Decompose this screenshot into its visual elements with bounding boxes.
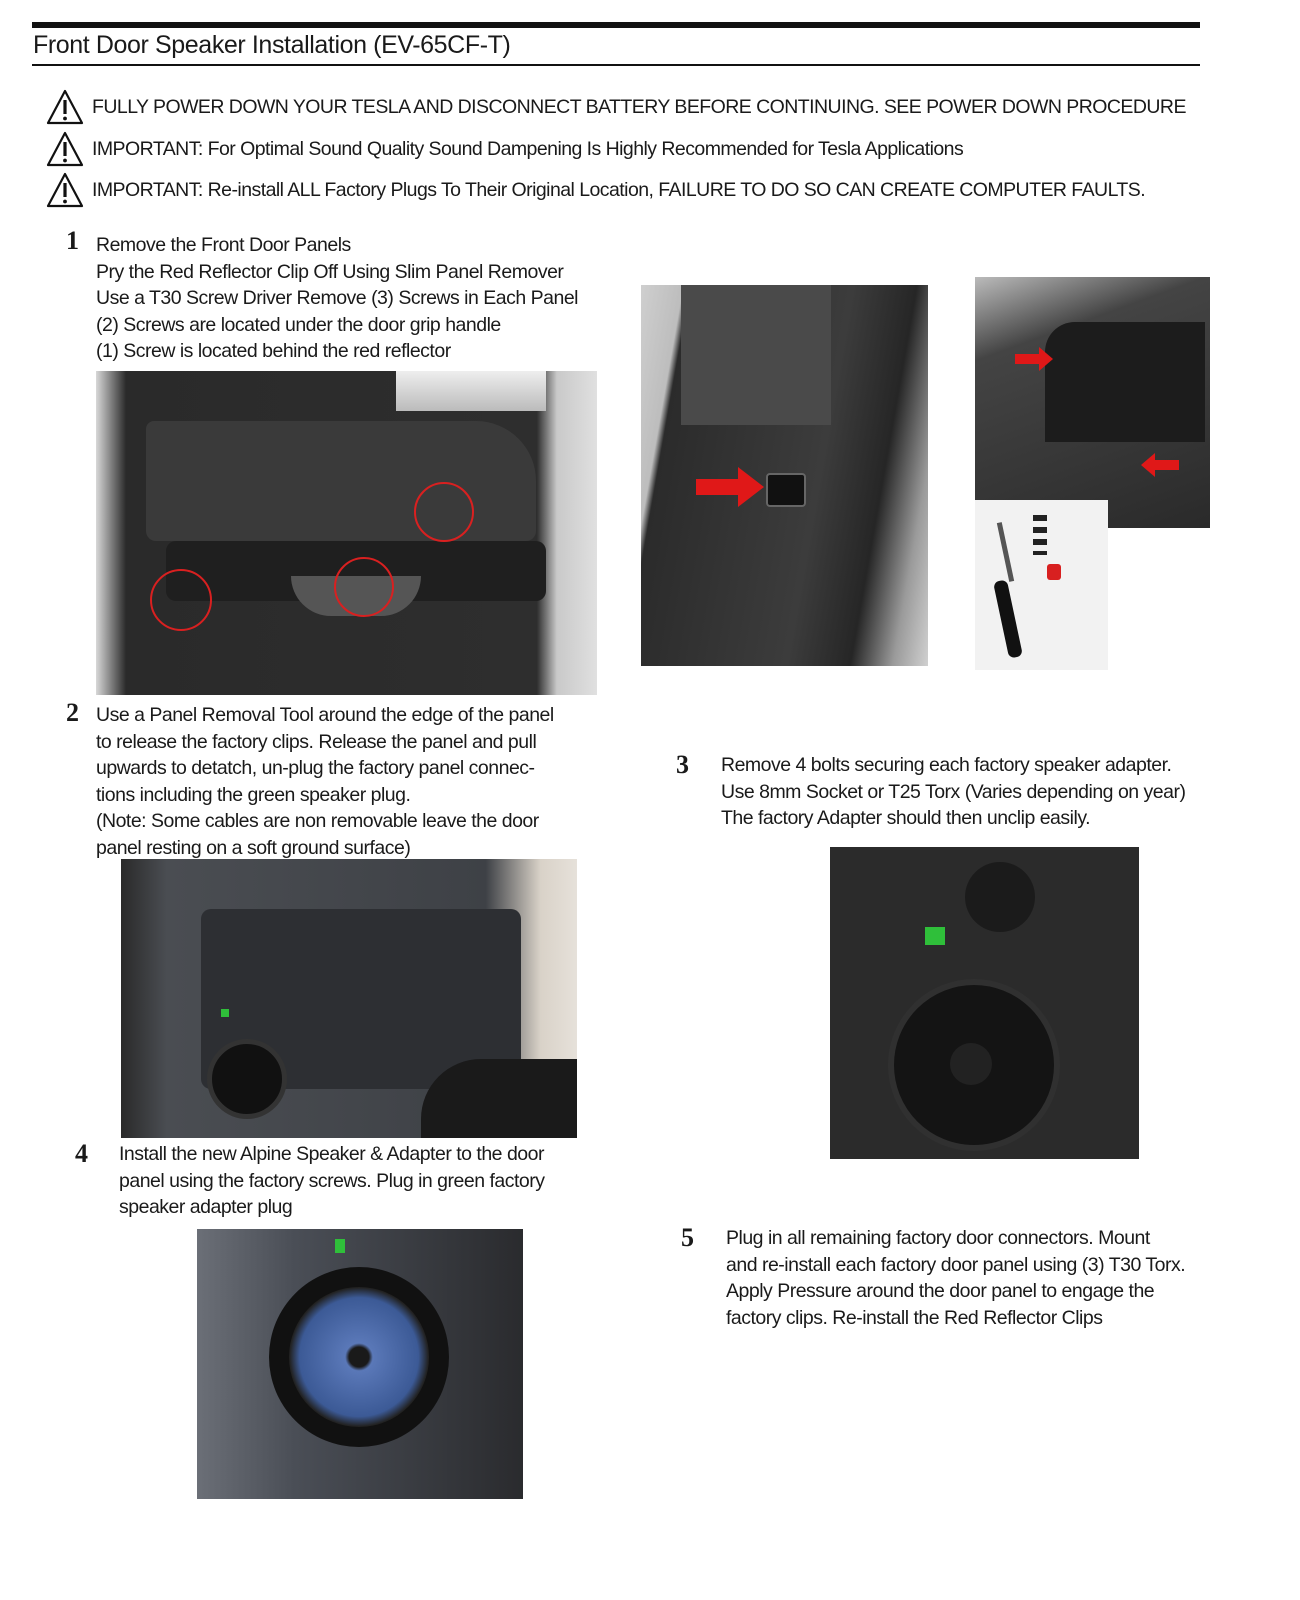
step-line: upwards to detatch, un-plug the factory … bbox=[96, 757, 535, 780]
warning-text: IMPORTANT: For Optimal Sound Quality Sou… bbox=[92, 137, 964, 160]
red-arrow-icon bbox=[1015, 347, 1053, 371]
warning-triangle-icon bbox=[46, 172, 84, 208]
step-line: speaker adapter plug bbox=[119, 1196, 293, 1219]
factory-speaker-photo bbox=[830, 847, 1139, 1159]
reflector-screw-photo bbox=[641, 285, 928, 666]
step-line: panel using the factory screws. Plug in … bbox=[119, 1169, 545, 1192]
step-2-text: Use a Panel Removal Tool around the edge… bbox=[96, 702, 554, 862]
step-line: Remove 4 bolts securing each factory spe… bbox=[721, 754, 1172, 776]
step-line: (Note: Some cables are non removable lea… bbox=[96, 810, 539, 833]
step-line: Install the new Alpine Speaker & Adapter… bbox=[119, 1143, 544, 1165]
step-line: (2) Screws are located under the door gr… bbox=[96, 313, 501, 336]
step-line: Use a Panel Removal Tool around the edge… bbox=[96, 704, 554, 726]
header-bar bbox=[32, 22, 1200, 28]
step-line: Use 8mm Socket or T25 Torx (Varies depen… bbox=[721, 780, 1186, 803]
step-4-text: Install the new Alpine Speaker & Adapter… bbox=[119, 1141, 545, 1221]
step-number: 4 bbox=[75, 1139, 88, 1168]
step-number: 5 bbox=[681, 1223, 694, 1252]
warning-triangle-icon bbox=[46, 131, 84, 167]
step-line: and re-install each factory door panel u… bbox=[726, 1253, 1186, 1276]
step-line: panel resting on a soft ground surface) bbox=[96, 836, 411, 859]
warning-row: IMPORTANT: For Optimal Sound Quality Sou… bbox=[46, 131, 964, 167]
step-line: tions including the green speaker plug. bbox=[96, 783, 411, 806]
door-grip-photo bbox=[975, 277, 1210, 528]
warning-text: FULLY POWER DOWN YOUR TESLA AND DISCONNE… bbox=[92, 95, 1186, 118]
screw-location-circle bbox=[334, 557, 394, 617]
step-line: The factory Adapter should then unclip e… bbox=[721, 807, 1091, 830]
step-line: Pry the Red Reflector Clip Off Using Sli… bbox=[96, 260, 564, 283]
reflector-location-circle bbox=[150, 569, 212, 631]
red-arrow-icon bbox=[696, 467, 764, 507]
step-number: 3 bbox=[676, 750, 689, 779]
step-line: to release the factory clips. Release th… bbox=[96, 730, 537, 753]
step-line: Apply Pressure around the door panel to … bbox=[726, 1280, 1155, 1303]
step-line: factory clips. Re-install the Red Reflec… bbox=[726, 1306, 1103, 1329]
warning-row: FULLY POWER DOWN YOUR TESLA AND DISCONNE… bbox=[46, 89, 1186, 125]
step-line: (1) Screw is located behind the red refl… bbox=[96, 340, 451, 363]
step-line: Remove the Front Door Panels bbox=[96, 234, 351, 256]
step-number: 2 bbox=[66, 698, 79, 727]
warning-text: IMPORTANT: Re-install ALL Factory Plugs … bbox=[92, 178, 1146, 201]
door-panel-photo bbox=[96, 371, 597, 695]
step-line: Plug in all remaining factory door conne… bbox=[726, 1227, 1150, 1249]
page-title: Front Door Speaker Installation (EV-65CF… bbox=[33, 31, 511, 59]
step-1-text: Remove the Front Door Panels Pry the Red… bbox=[96, 232, 579, 365]
alpine-speaker-photo bbox=[197, 1229, 523, 1499]
screw-location-circle bbox=[414, 482, 474, 542]
step-line: Use a T30 Screw Driver Remove (3) Screws… bbox=[96, 287, 579, 310]
tools-photo bbox=[975, 500, 1108, 670]
step-5-text: Plug in all remaining factory door conne… bbox=[726, 1225, 1186, 1331]
red-arrow-icon bbox=[1141, 453, 1179, 477]
warning-row: IMPORTANT: Re-install ALL Factory Plugs … bbox=[46, 172, 1146, 208]
step-number: 1 bbox=[66, 226, 79, 255]
warning-triangle-icon bbox=[46, 89, 84, 125]
door-panel-removed-photo bbox=[121, 859, 577, 1138]
step-3-text: Remove 4 bolts securing each factory spe… bbox=[721, 752, 1186, 832]
title-divider bbox=[32, 64, 1200, 66]
